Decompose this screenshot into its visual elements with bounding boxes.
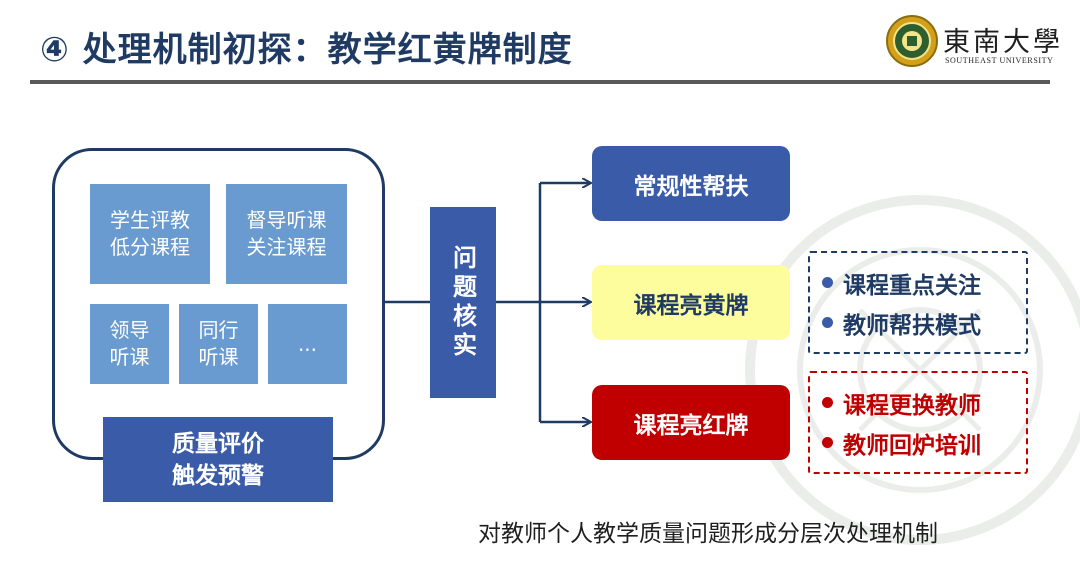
yellow-card-measures: 课程重点关注 教师帮扶模式 — [808, 251, 1028, 354]
red-card-measures: 课程更换教师 教师回炉培训 — [808, 371, 1028, 474]
university-seal-icon — [886, 15, 938, 67]
logo-name-cn: 東南大學 — [943, 27, 1063, 58]
bullet-icon — [822, 317, 833, 328]
bullet-icon — [822, 277, 833, 288]
source-leader-observation: 领导听课 — [90, 304, 169, 384]
source-more: ... — [268, 304, 347, 384]
page-title: ④ 处理机制初探：教学红黄牌制度 — [40, 30, 573, 70]
bullet-icon — [822, 437, 833, 448]
outcome-yellow-card: 课程亮黄牌 — [592, 265, 790, 340]
university-logo: 東南大學 SOUTHEAST UNIVERSITY — [885, 14, 1065, 74]
measure-item: 教师帮扶模式 — [822, 306, 1026, 340]
logo-name-en: SOUTHEAST UNIVERSITY — [945, 56, 1054, 65]
diagram-caption: 对教师个人教学质量问题形成分层次处理机制 — [478, 521, 938, 547]
title-divider — [30, 80, 1050, 84]
outcome-normal-support: 常规性帮扶 — [592, 146, 790, 221]
source-supervisor-observation: 督导听课关注课程 — [226, 184, 347, 284]
problem-verification: 问题核实 — [430, 207, 496, 398]
source-peer-observation: 同行听课 — [179, 304, 258, 384]
measure-item: 课程重点关注 — [822, 266, 1026, 300]
quality-warning-trigger: 质量评价 触发预警 — [103, 417, 333, 502]
measure-item: 教师回炉培训 — [822, 426, 1026, 460]
seal-watermark-icon — [745, 195, 1080, 545]
bullet-icon — [822, 397, 833, 408]
measure-item: 课程更换教师 — [822, 386, 1026, 420]
source-student-evaluation: 学生评教低分课程 — [90, 184, 210, 284]
outcome-red-card: 课程亮红牌 — [592, 385, 790, 460]
